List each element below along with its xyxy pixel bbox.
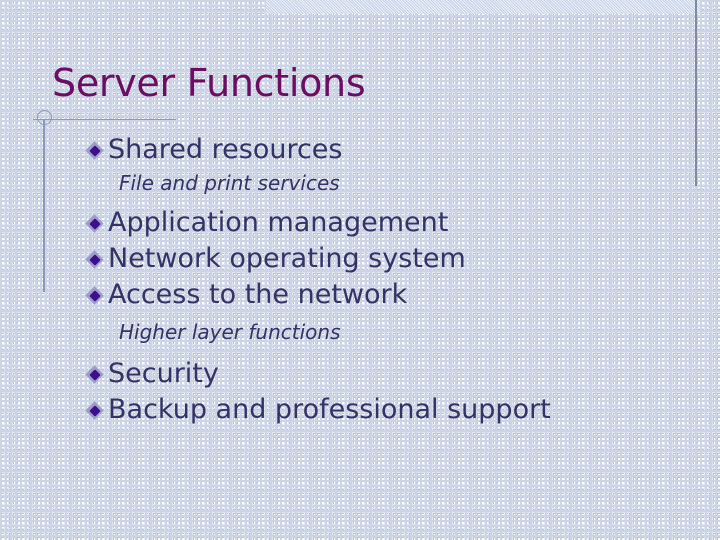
diamond-bullet-icon — [85, 360, 108, 387]
bullet-item-label: Application management — [108, 207, 449, 238]
bullet-item-label: Backup and professional support — [108, 394, 551, 425]
bullet-item: Application management — [85, 207, 686, 238]
bullet-item-label: Security — [108, 358, 219, 389]
bullet-item-label: Access to the network — [108, 279, 408, 310]
diamond-bullet-icon — [85, 245, 108, 272]
slide-title: Server Functions — [52, 61, 366, 105]
accent-circle-icon — [37, 110, 52, 125]
diamond-bullet-icon — [85, 136, 108, 163]
bullet-item: Access to the network — [85, 279, 686, 310]
bullet-item-label: Network operating system — [108, 243, 466, 274]
right-vertical-rule — [695, 0, 697, 186]
bullet-item: Network operating system — [85, 243, 686, 274]
sub-item-label: Higher layer functions — [119, 320, 341, 344]
bullet-item-label: Shared resources — [108, 134, 343, 165]
top-texture-bar — [266, 0, 700, 14]
accent-horizontal-rule — [33, 119, 176, 120]
slide-body-content: Shared resources File and print services… — [85, 134, 686, 432]
diamond-bullet-icon — [85, 209, 108, 236]
bullet-item: Shared resources — [85, 134, 686, 165]
accent-vertical-rule — [43, 119, 45, 292]
diamond-bullet-icon — [85, 281, 108, 308]
diamond-bullet-icon — [85, 396, 108, 423]
bullet-item: Backup and professional support — [85, 394, 686, 425]
sub-item-label: File and print services — [119, 171, 340, 195]
bullet-item: Security — [85, 358, 686, 389]
